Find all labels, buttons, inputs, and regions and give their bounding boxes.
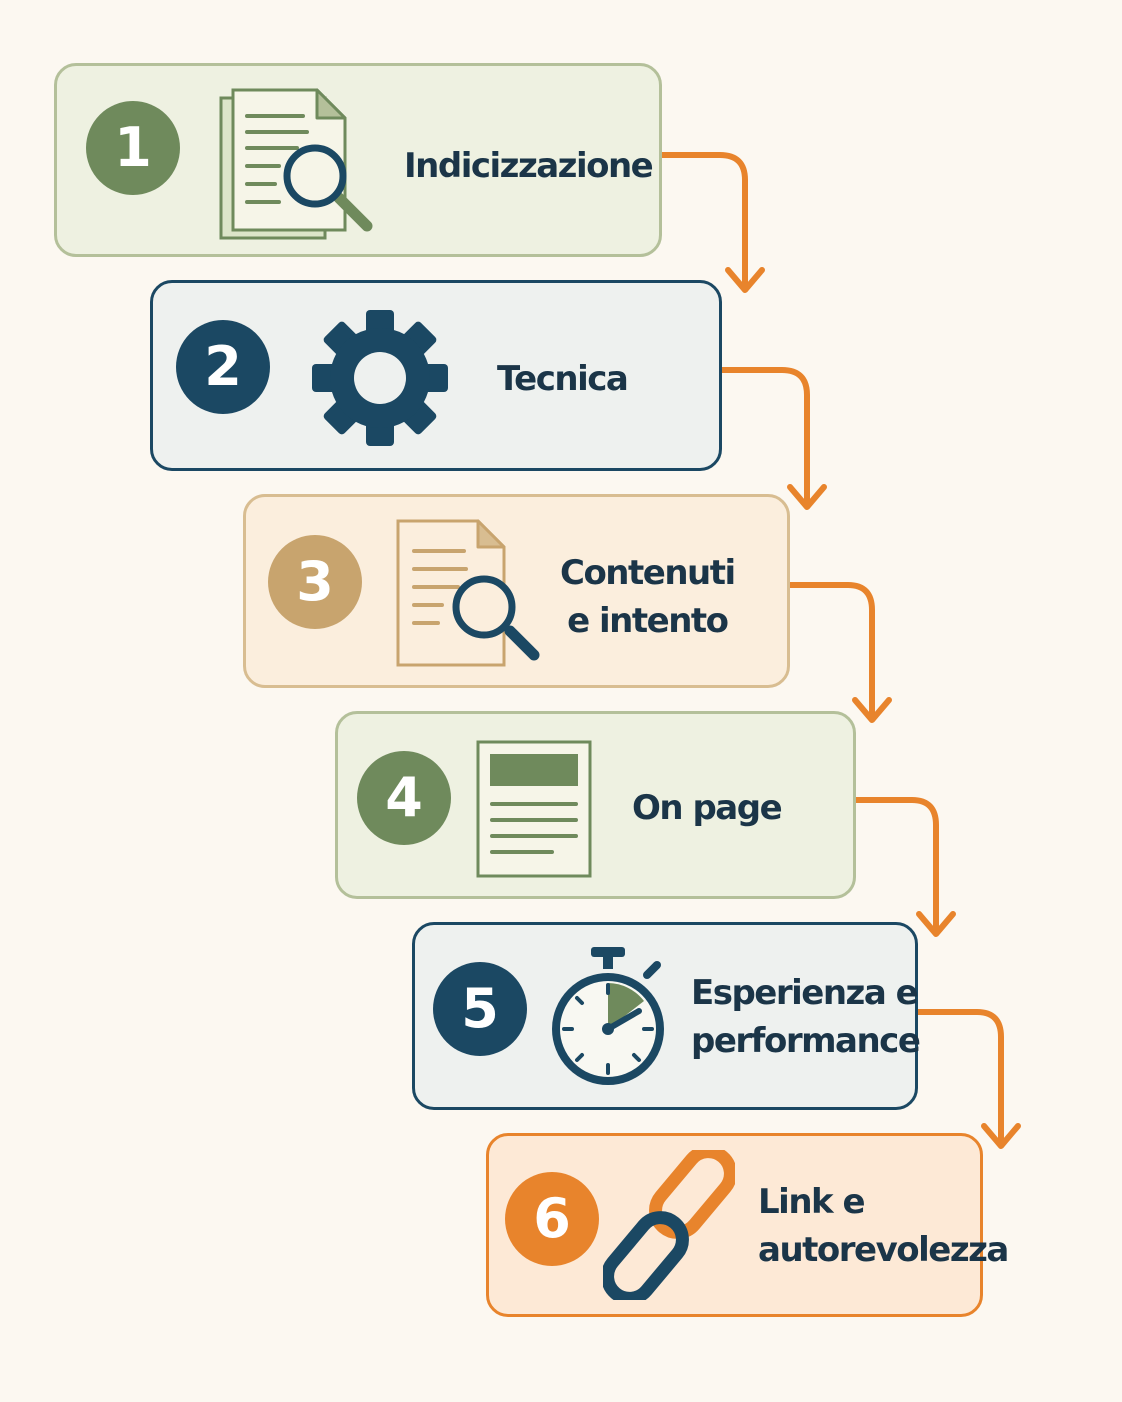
step-contenuti-e-intento: 3 Contenuti e intento [243, 494, 790, 688]
document-search-icon [396, 519, 540, 667]
step-on-page: 4 On page [335, 711, 856, 899]
step-esperienza-e-performance: 5 Esperienza e performance [412, 922, 921, 1110]
chain-link-icon [603, 1150, 735, 1300]
arrow-1-to-2 [659, 152, 765, 293]
step-label: Indicizzazione [404, 146, 654, 186]
arrow-3-to-4 [787, 582, 892, 723]
step-number-badge: 1 [86, 101, 180, 195]
step-number-badge: 5 [433, 962, 527, 1056]
step-tecnica: 2 Tecnica [150, 280, 722, 471]
arrow-5-to-6 [915, 1009, 1021, 1149]
step-label: Link e autorevolezza [758, 1182, 1009, 1270]
arrow-2-to-3 [719, 367, 827, 510]
step-label: On page [632, 788, 783, 828]
step-indicizzazione: 1 Indicizzazione [54, 63, 662, 257]
web-page-icon [476, 740, 592, 878]
step-number-badge: 2 [176, 320, 270, 414]
step-number-badge: 4 [357, 751, 451, 845]
step-link-e-autorevolezza: 6 Link e autorevolezza [486, 1133, 1009, 1317]
step-label: Esperienza e performance [691, 973, 921, 1061]
step-label: Contenuti e intento [560, 553, 736, 641]
stopwatch-icon [552, 947, 664, 1085]
document-search-icon [219, 88, 373, 240]
gear-icon [312, 310, 448, 446]
arrow-4-to-5 [853, 797, 956, 937]
step-label: Tecnica [497, 359, 629, 399]
step-number-badge: 3 [268, 535, 362, 629]
step-number-badge: 6 [505, 1172, 599, 1266]
